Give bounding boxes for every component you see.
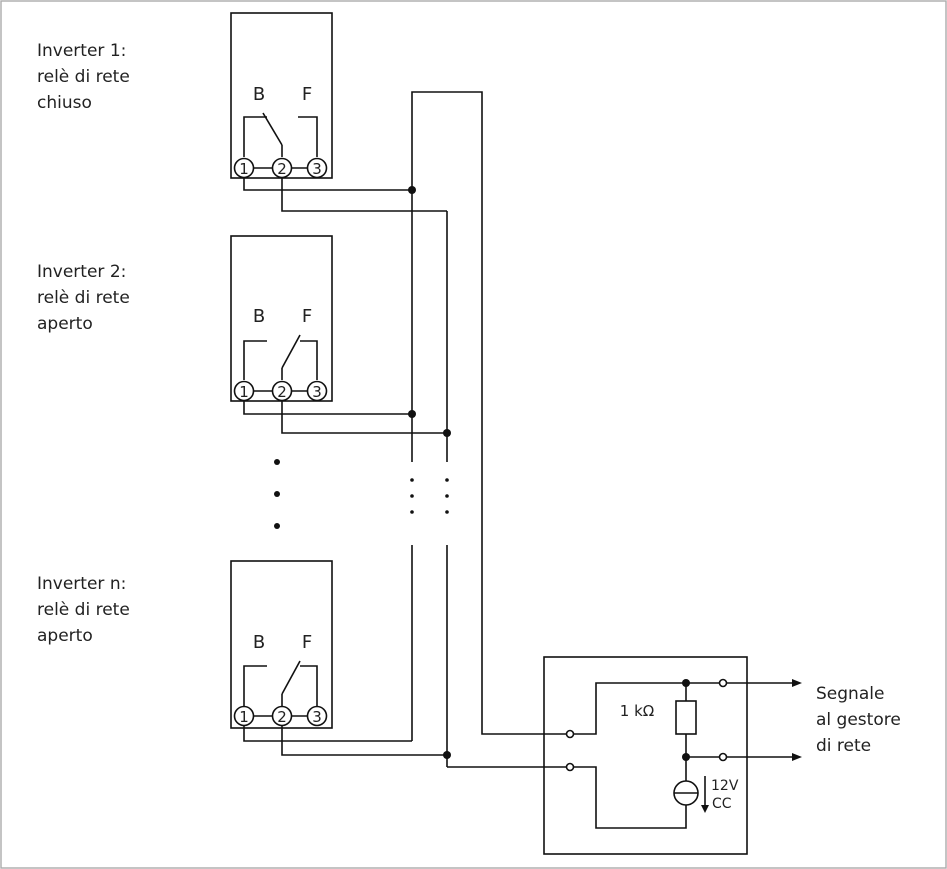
resistor-label: 1 kΩ xyxy=(620,702,654,720)
output-line-2: al gestore xyxy=(816,710,901,730)
inverter-2-wire-t1 xyxy=(243,401,412,415)
output-line-1: Segnale xyxy=(816,684,885,704)
inverter-n-state-text: aperto xyxy=(37,626,93,646)
inverter-n-f-wire xyxy=(300,665,318,706)
junction-dot xyxy=(682,679,690,687)
bus-lines xyxy=(408,91,568,768)
inverter-2-contact-f: F xyxy=(302,306,312,327)
inverter-1-contact-b: B xyxy=(253,84,265,105)
inverter-n-terminal-3-label: 3 xyxy=(312,708,322,726)
inverter-2-terminal-1-label: 1 xyxy=(239,383,249,401)
inverter-n-terminal-1 xyxy=(233,705,255,727)
source-voltage-label: 12V xyxy=(711,778,739,794)
inverter-n-relay-blade xyxy=(281,660,301,695)
inverter-1-state-text: chiuso xyxy=(37,93,92,113)
output-arrow-b-icon xyxy=(792,753,802,761)
inverter-1-b-wire xyxy=(243,116,267,157)
inverter-2-contact-b: B xyxy=(253,306,265,327)
control-wire-top xyxy=(574,682,720,735)
inverter-2-title: Inverter 2: xyxy=(37,262,127,282)
source-type-label: CC xyxy=(712,796,732,812)
bus-a-top-route xyxy=(411,91,568,735)
inverter-2-f-wire xyxy=(300,340,318,380)
junction-dot xyxy=(443,429,451,437)
inverter-2-state-text: aperto xyxy=(37,314,93,334)
inverter-2-relay-text: relè di rete xyxy=(37,288,130,308)
inverter-2: B F 1 2 3 xyxy=(230,235,447,434)
inverter-1-wire-t1 xyxy=(243,178,412,191)
inverter-n-relay-text: relè di rete xyxy=(37,600,130,620)
inverter-1-terminal-2-label: 2 xyxy=(277,160,287,178)
inverter-1-relay-blade xyxy=(262,112,283,146)
inverter-1: B F 1 2 3 xyxy=(230,12,447,212)
output-signal-label: Segnale al gestore di rete xyxy=(816,681,901,759)
inverter-2-terminal-3 xyxy=(306,380,328,402)
inverter-2-label: Inverter 2: relè di rete aperto xyxy=(37,259,130,337)
output-line-3: di rete xyxy=(816,736,872,756)
control-unit-box xyxy=(543,656,748,855)
junction-dot xyxy=(443,751,451,759)
inverter-n-wire-t1 xyxy=(243,726,412,742)
inverter-2-relay-blade xyxy=(281,334,301,369)
inverter-2-terminal-2-label: 2 xyxy=(277,383,287,401)
output-terminal-b xyxy=(718,752,728,762)
inverter-1-terminal-1-label: 1 xyxy=(239,160,249,178)
control-input-terminal-b xyxy=(565,762,575,772)
resistor xyxy=(675,700,697,735)
inverter-n-title: Inverter n: xyxy=(37,574,127,594)
inverter-2-wire-t2 xyxy=(281,401,447,434)
control-wire-bottom xyxy=(574,766,687,829)
inverter-1-relay-text: relè di rete xyxy=(37,67,130,87)
inverter-1-terminal-1 xyxy=(233,157,255,179)
inverter-n-terminal-3 xyxy=(306,705,328,727)
inverter-n-terminal-1-label: 1 xyxy=(239,708,249,726)
control-unit: 1 kΩ 12V CC xyxy=(543,656,802,855)
inverter-1-label: Inverter 1: relè di rete chiuso xyxy=(37,38,130,116)
inverter-n-wire-t2 xyxy=(281,726,447,756)
inverter-1-terminal-3-label: 3 xyxy=(312,160,322,178)
inverter-2-terminal-1 xyxy=(233,380,255,402)
output-terminal-a xyxy=(718,678,728,688)
inverter-1-wire-t2 xyxy=(281,178,447,212)
junction-dot xyxy=(408,410,416,418)
inverter-n-contact-b: B xyxy=(253,632,265,653)
inverter-2-terminal-3-label: 3 xyxy=(312,383,322,401)
inverter-1-contact-f: F xyxy=(302,84,312,105)
inverter-n-contact-f: F xyxy=(302,632,312,653)
control-input-terminal-a xyxy=(565,729,575,739)
inverter-1-terminal-2 xyxy=(271,157,293,179)
inverter-1-terminal-3 xyxy=(306,157,328,179)
inverter-n-label: Inverter n: relè di rete aperto xyxy=(37,571,130,649)
inverter-2-terminal-2 xyxy=(271,380,293,402)
inverter-n-terminal-2 xyxy=(271,705,293,727)
inverter-1-f-wire xyxy=(298,116,318,157)
continuation-dots xyxy=(274,459,280,529)
output-arrow-a-icon xyxy=(792,679,802,687)
inverter-2-b-wire xyxy=(243,340,267,380)
junction-dot xyxy=(682,753,690,761)
inverter-n-b-wire xyxy=(243,665,267,706)
inverter-n: B F 1 2 3 xyxy=(230,560,447,756)
junction-dot xyxy=(408,186,416,194)
inverter-n-terminal-2-label: 2 xyxy=(277,708,287,726)
inverter-1-title: Inverter 1: xyxy=(37,41,127,61)
